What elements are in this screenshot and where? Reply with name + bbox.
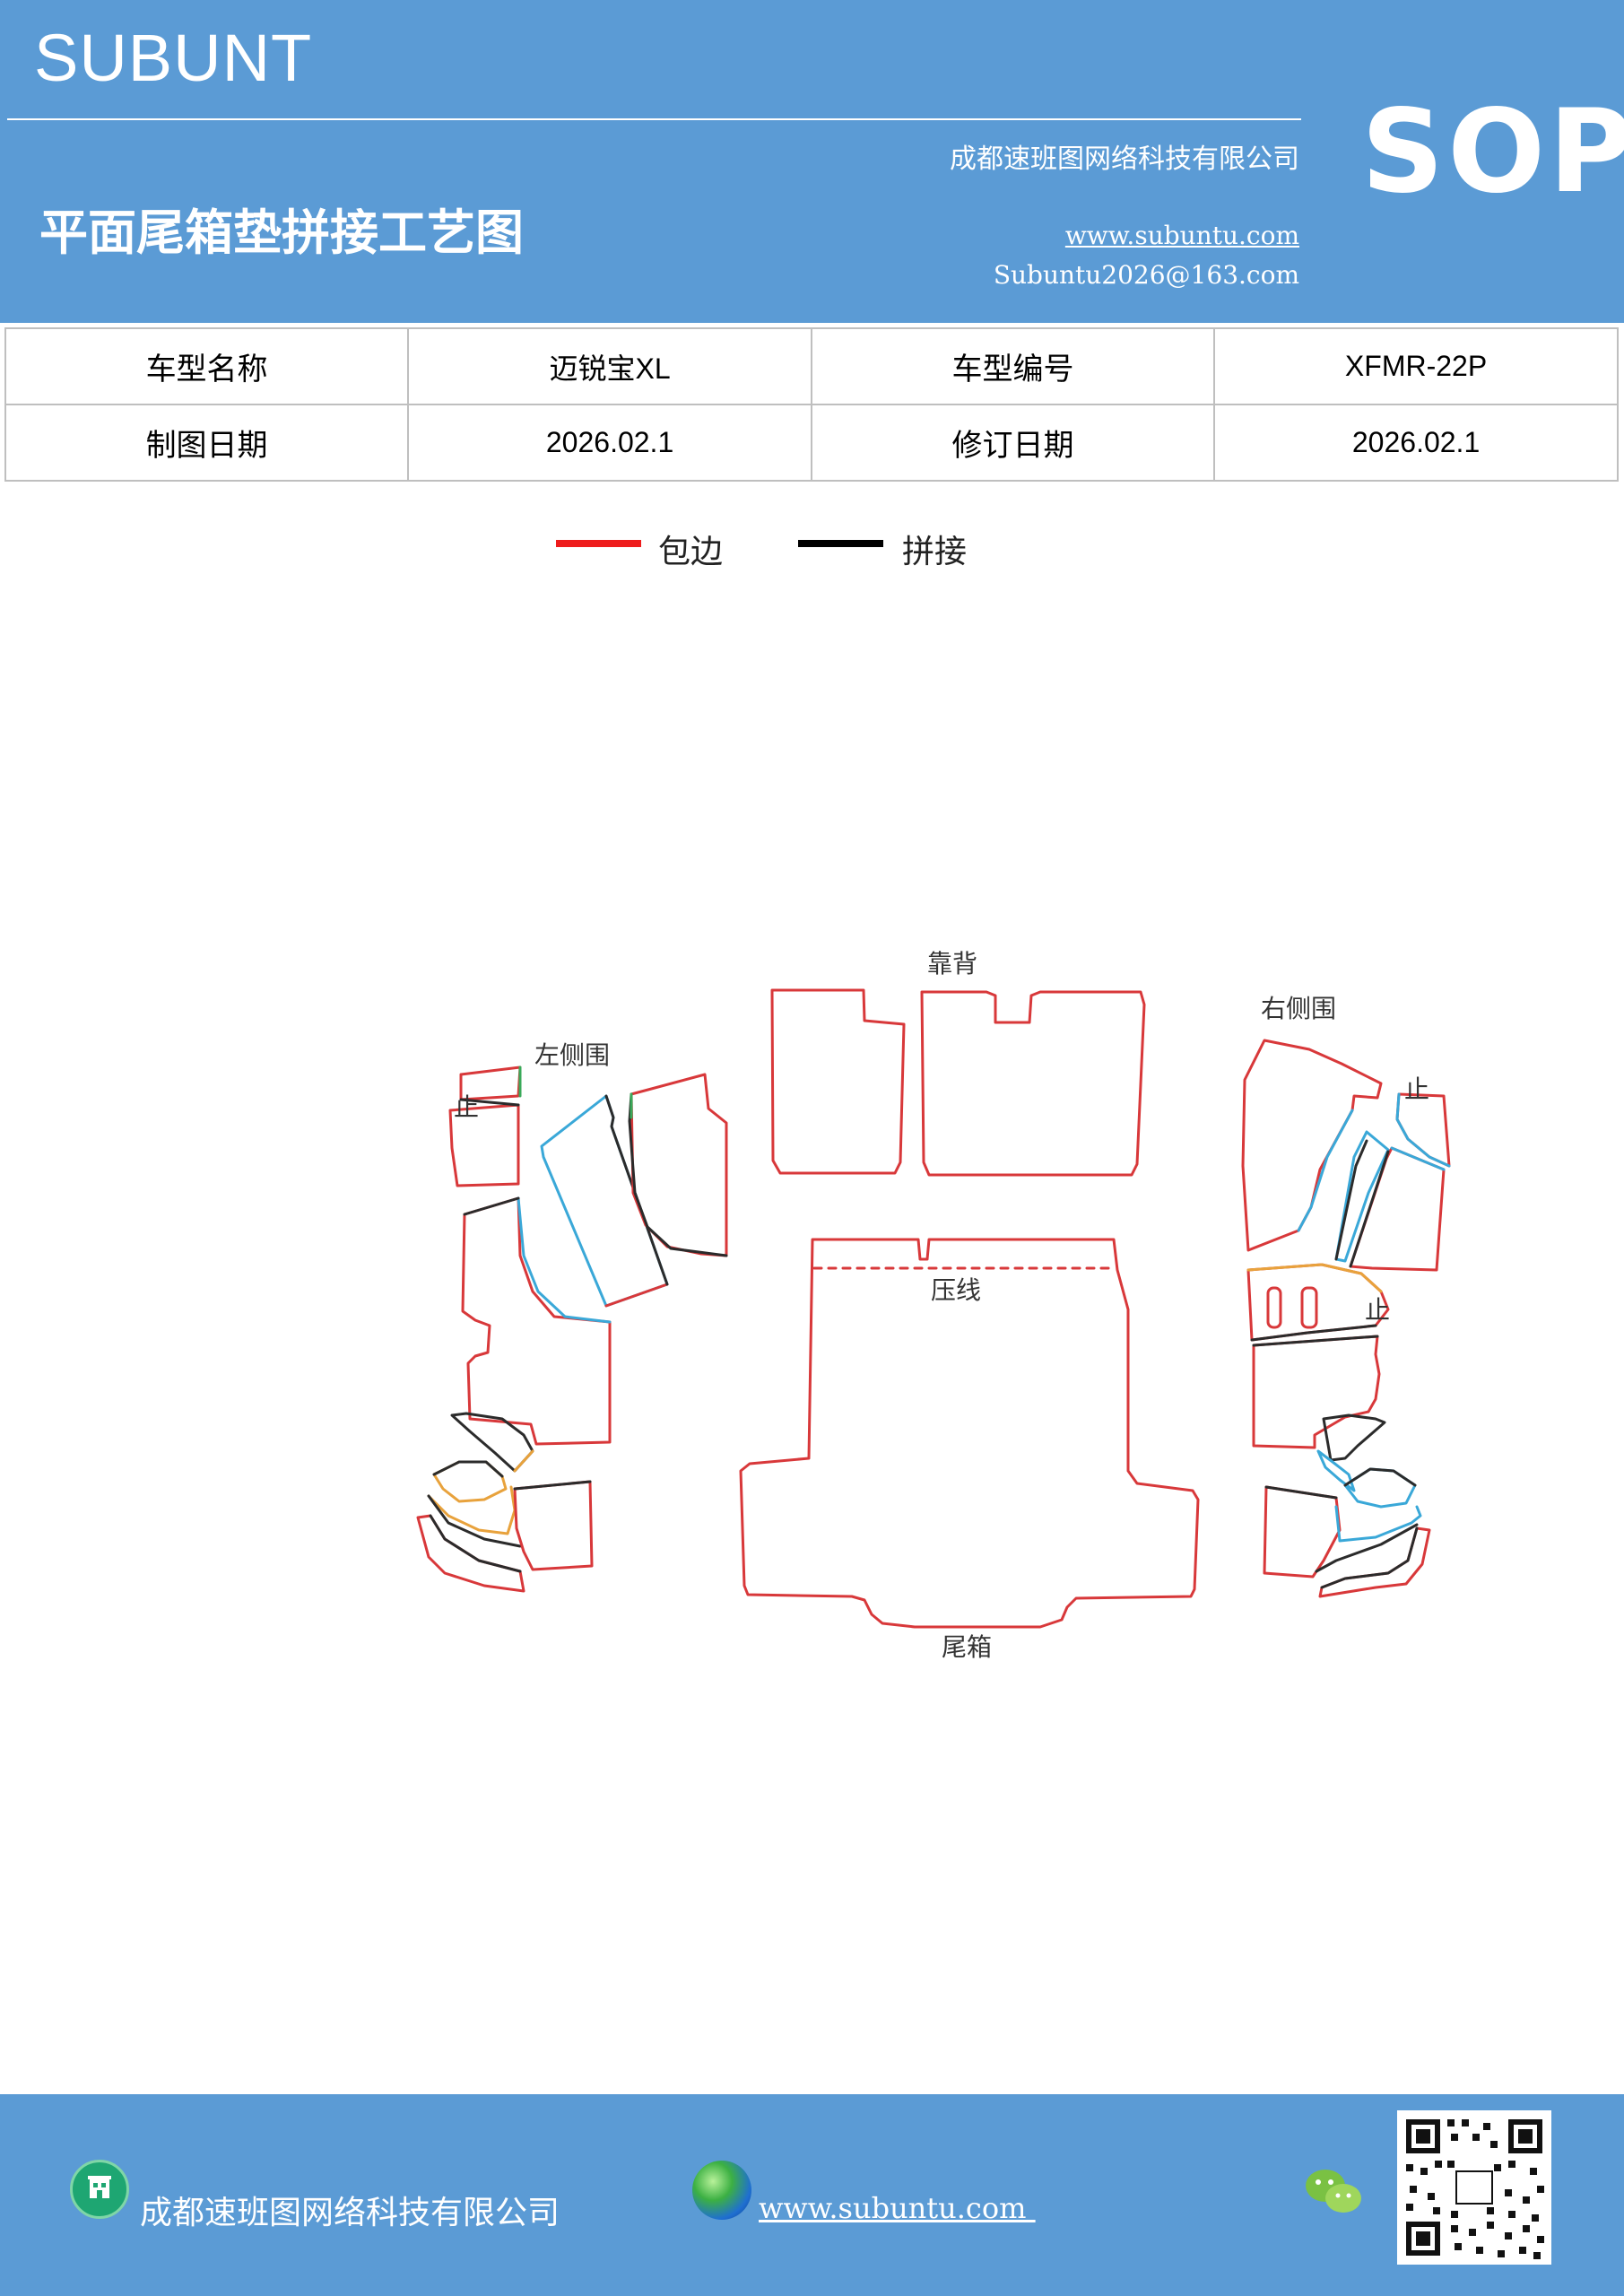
trunk-label: 尾箱 [942,1632,992,1662]
draw-date-label: 制图日期 [4,404,410,482]
left-side-label: 左侧围 [534,1040,610,1070]
backrest-right-panel [920,990,1146,1177]
right-top-corner-blue [1395,1092,1451,1168]
globe-icon [692,2161,751,2220]
model-name-value: 迈锐宝XL [407,327,812,405]
right-piece-b [1316,1449,1356,1492]
right-strip-2-join [1349,1150,1390,1268]
table-row: 制图日期 2026.02.1 修订日期 2026.02.1 [4,404,1619,482]
sop-badge: SOP [1361,85,1624,219]
header-divider [7,118,1301,120]
left-panel-long-blue [517,1196,612,1324]
revision-date-label: 修订日期 [810,404,1216,482]
wechat-icon[interactable] [1302,2164,1365,2218]
right-panel-3 [1252,1335,1381,1449]
backrest-left-panel [770,988,906,1175]
left-middle-panel-join [604,1094,669,1286]
stop-mark: 止 [1404,1074,1429,1104]
right-piece-d-join [1264,1485,1338,1500]
legend-label: 包边 [658,534,724,570]
email-address: Subuntu2026@163.com [993,260,1299,290]
draw-date-value: 2026.02.1 [407,404,812,482]
right-panel-3-join [1252,1335,1379,1347]
right-mid-panel-join [1250,1324,1377,1342]
right-slot-1 [1266,1286,1282,1329]
left-right-panel [630,1073,728,1257]
header-banner: SUBUNT SOP 成都速班图网络科技有限公司 平面尾箱垫拼接工艺图 www.… [0,0,1624,323]
right-top-corner [1395,1092,1451,1168]
legend-red-line [556,540,641,547]
right-slot-2 [1300,1286,1318,1329]
model-code-label: 车型编号 [810,327,1216,405]
trunk-floor-panel [739,1238,1200,1629]
right-piece-e-join [1315,1523,1419,1573]
right-strip-2 [1349,1146,1446,1272]
legend-black-line [798,540,883,547]
backrest-label: 靠背 [927,949,977,978]
left-lower-piece-2-join [432,1460,504,1478]
footer-website-link[interactable]: www.subuntu.com [759,2191,1036,2225]
press-line-label: 压线 [931,1275,981,1305]
right-strip-2-blue [1390,1146,1446,1171]
left-panel-2 [448,1103,520,1187]
footer-banner: 成都速班图网络科技有限公司 www.subuntu.com [0,2094,1624,2296]
table-row: 车型名称 迈锐宝XL 车型编号 XFMR-22P [4,327,1619,405]
vehicle-info-table: 车型名称 迈锐宝XL 车型编号 XFMR-22P 制图日期 2026.02.1 … [4,327,1619,482]
stop-mark: 止 [454,1092,479,1122]
left-top-small-panel [459,1065,522,1101]
revision-date-value: 2026.02.1 [1213,404,1619,482]
right-top-panel-blue [1297,1109,1354,1232]
stop-mark: 止 [1365,1295,1390,1325]
document-title: 平面尾箱垫拼接工艺图 [39,204,524,261]
legend-splice: 拼接 [798,526,977,570]
left-right-panel-join [628,1092,728,1257]
right-side-label: 右侧围 [1261,994,1336,1023]
qr-code[interactable] [1397,2110,1551,2265]
right-strip-1-join [1334,1139,1368,1261]
right-piece-a [1322,1413,1386,1462]
right-top-panel [1241,1039,1383,1252]
left-panel-long-join [463,1196,520,1216]
model-code-value: XFMR-22P [1213,327,1619,405]
left-middle-panel [540,1094,669,1308]
left-lower-piece-1-orange [513,1449,534,1473]
left-lower-piece-4 [513,1480,594,1571]
right-piece-e [1334,1505,1422,1543]
legend-edge-binding: 包边 [556,526,735,570]
left-panel-long [461,1196,612,1446]
left-panel-2-join [459,1098,520,1107]
right-strip-1 [1334,1130,1390,1263]
right-mid-panel-orange [1246,1263,1383,1293]
right-piece-c [1343,1467,1417,1509]
brand-name: SUBUNT [34,21,313,95]
left-lower-piece-3-join [427,1494,522,1548]
left-lower-piece-5-join [429,1514,522,1573]
model-name-label: 车型名称 [4,327,410,405]
company-name: 成都速班图网络科技有限公司 [950,144,1299,175]
right-piece-f-join [1320,1526,1419,1589]
legend-label: 拼接 [902,534,968,570]
right-piece-c-join [1343,1467,1417,1487]
footer-company-name: 成都速班图网络科技有限公司 [140,2195,560,2231]
left-middle-panel-red [604,1283,669,1308]
website-link[interactable]: www.subuntu.com [1064,221,1299,250]
building-icon [70,2160,129,2219]
left-lower-piece-4-join [513,1480,592,1491]
left-lower-piece-3 [427,1485,517,1535]
